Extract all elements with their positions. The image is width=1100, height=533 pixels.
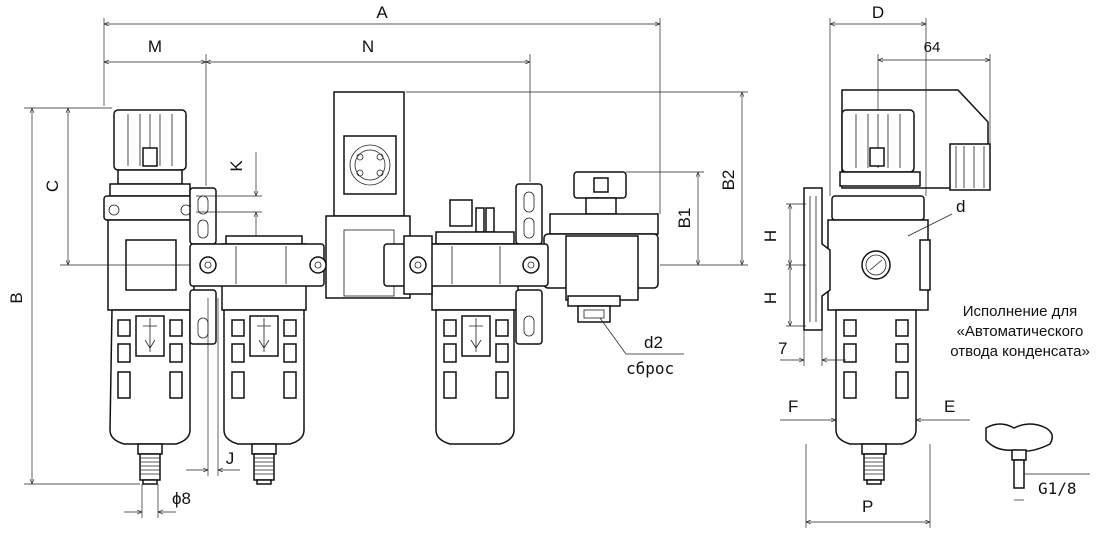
dim-label-m: M xyxy=(148,37,162,56)
dim-label-j: J xyxy=(226,449,235,468)
dim-label-phi8: ϕ8 xyxy=(172,489,191,508)
dim-label-h-upper: H xyxy=(761,230,780,242)
mounting-bracket-2 xyxy=(515,183,543,345)
dim-label-d: D xyxy=(872,3,884,22)
dim-label-b2: B2 xyxy=(719,170,738,191)
note-line-2: «Автоматического xyxy=(956,323,1084,340)
note-line-1: Исполнение для xyxy=(962,303,1078,320)
dim-label-k: K xyxy=(227,160,246,172)
d2-leader xyxy=(599,317,684,355)
dimension-b1 xyxy=(626,171,704,265)
dim-label-d2: d2 xyxy=(644,333,663,352)
dim-label-d-small: d xyxy=(956,197,965,216)
filter-regulator-unit xyxy=(103,109,197,485)
mounting-bracket-1 xyxy=(189,187,217,345)
label-sbros: сброс xyxy=(626,359,674,378)
auto-drain-note: Исполнение для «Автоматического отвода к… xyxy=(938,302,1100,362)
dimension-n xyxy=(206,54,531,182)
dimension-k xyxy=(196,152,262,236)
dimension-j xyxy=(186,298,240,476)
dim-label-g18: G1/8 xyxy=(1038,479,1077,498)
dim-label-p: P xyxy=(862,497,873,516)
connecting-rail xyxy=(189,235,549,295)
dim-label-e: E xyxy=(944,397,955,416)
dim-label-c: C xyxy=(43,180,62,192)
dim-label-64: 64 xyxy=(924,39,941,56)
side-view xyxy=(780,18,991,528)
dim-label-h-lower: H xyxy=(761,292,780,304)
note-line-3: отвода конденсата» xyxy=(950,343,1090,360)
dimension-m xyxy=(104,54,207,186)
dim-label-b: B xyxy=(7,292,26,303)
dim-label-7: 7 xyxy=(778,339,787,358)
dimension-phi8 xyxy=(124,484,176,518)
dim-label-a: A xyxy=(376,3,388,22)
dimension-c xyxy=(60,108,190,266)
dim-label-b1: B1 xyxy=(675,208,694,229)
dim-label-n: N xyxy=(362,37,374,56)
dimension-b2 xyxy=(406,91,748,266)
exhaust-valve-unit xyxy=(543,171,659,323)
front-view: A M N B C xyxy=(7,3,748,518)
auto-drain-detail xyxy=(985,423,1090,501)
lubricator-unit xyxy=(431,199,519,445)
dim-label-f: F xyxy=(788,397,798,416)
